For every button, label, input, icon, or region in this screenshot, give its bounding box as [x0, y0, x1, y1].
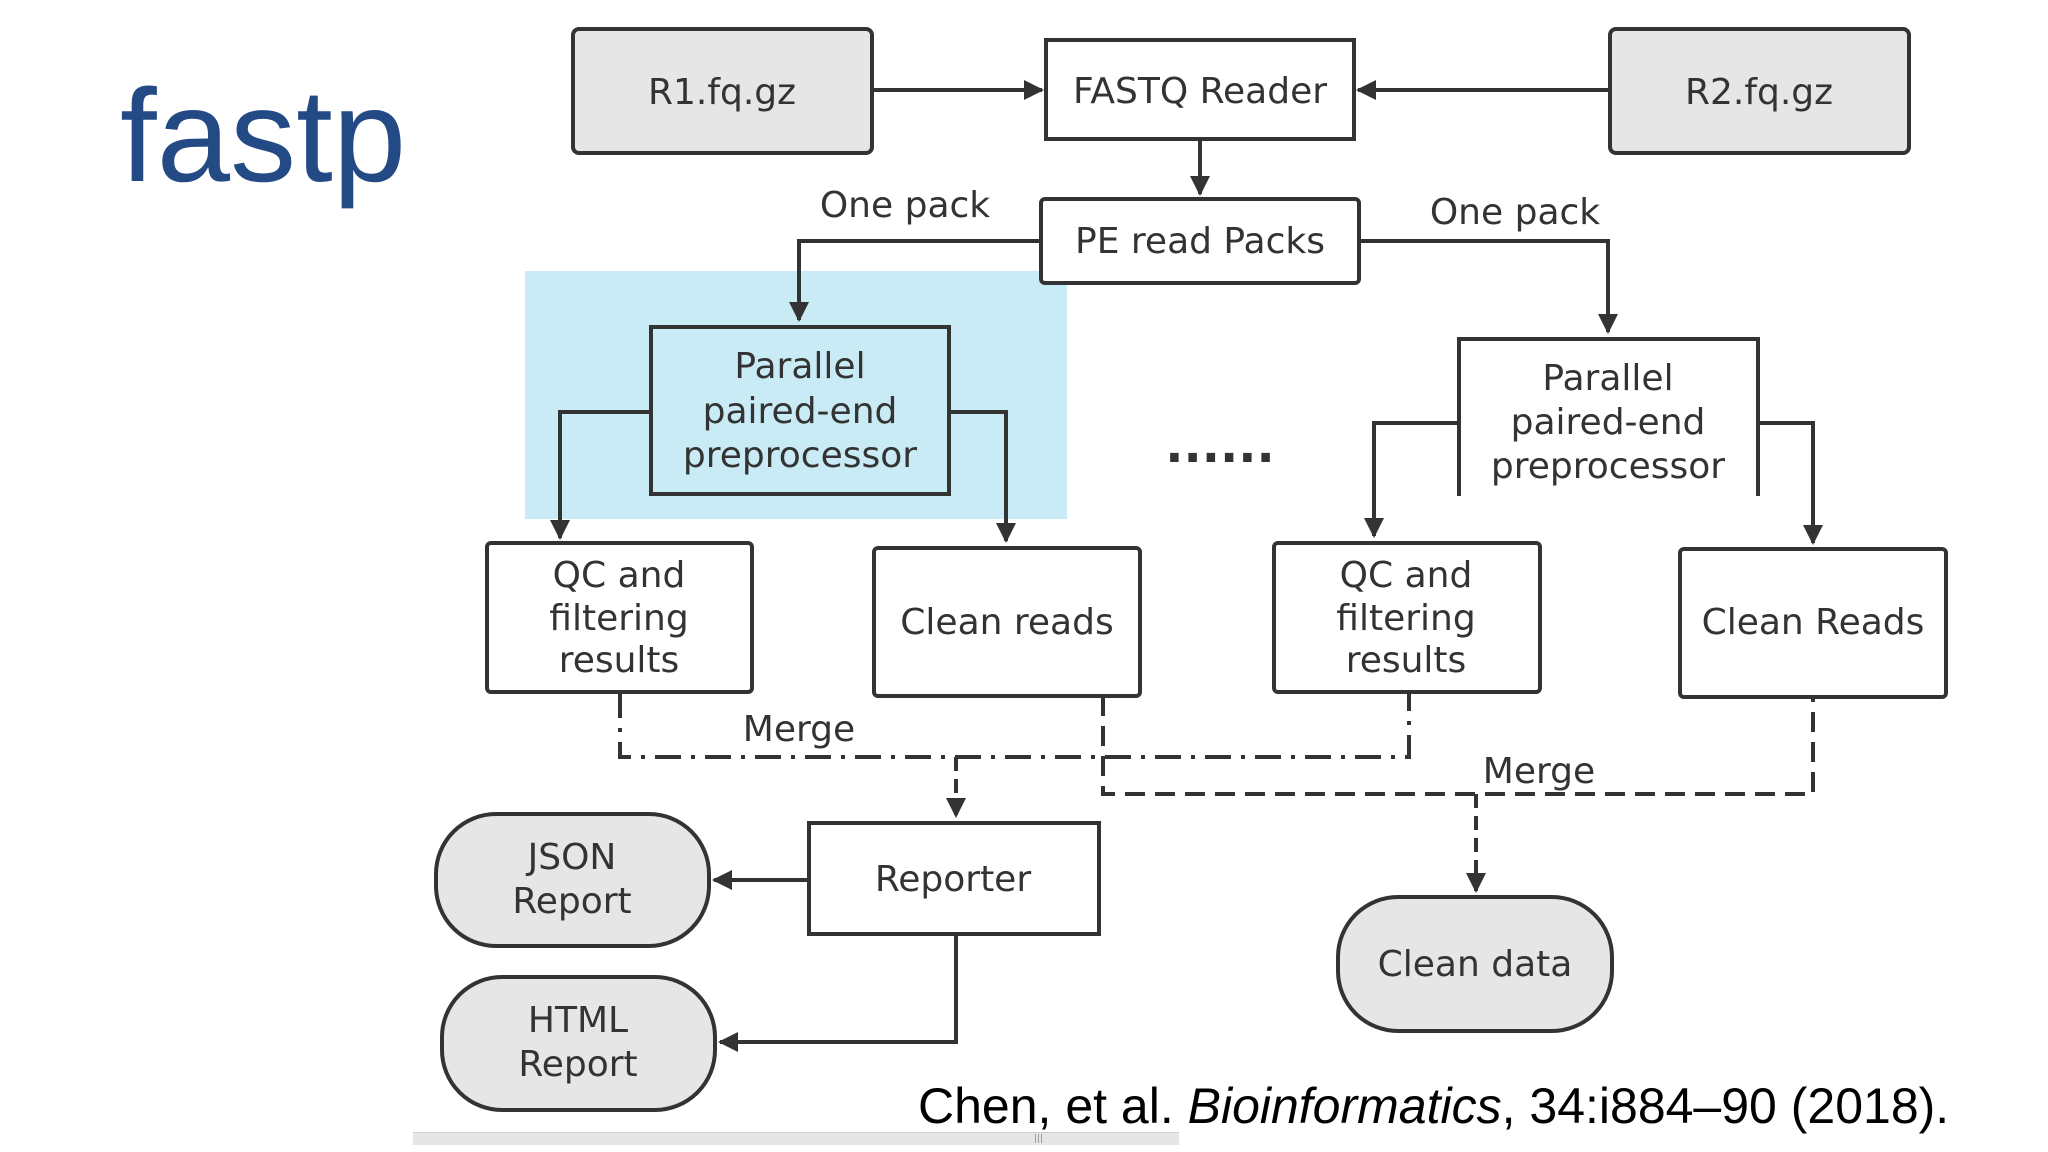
citation-journal: Bioinformatics — [1187, 1078, 1502, 1134]
scrollbar-grip-icon[interactable]: ||| — [1034, 1134, 1044, 1144]
r2-input-label: R2.fq.gz — [1685, 72, 1833, 113]
arrow-right-processor-to-clean — [1758, 421, 1823, 545]
citation-authors: Chen, et al. — [918, 1078, 1188, 1134]
clean-data-label: Clean data — [1378, 944, 1573, 985]
html-report-oval — [440, 975, 717, 1112]
html-report-line-2: Report — [518, 1044, 637, 1085]
qc-right-line-1: QC and — [1340, 555, 1473, 596]
citation-details: , 34:i884–90 (2018). — [1501, 1078, 1950, 1134]
slide-title: fastp — [120, 62, 407, 209]
clean-reads-right-label: Clean Reads — [1702, 602, 1925, 643]
one-pack-left-label: One pack — [820, 185, 990, 226]
arrow-packs-to-right-processor — [1359, 239, 1618, 334]
html-report-line-1: HTML — [528, 1000, 628, 1041]
arrow-right-processor-to-qc — [1364, 421, 1459, 538]
horizontal-scrollbar[interactable] — [413, 1132, 1179, 1145]
reporter-label: Reporter — [875, 859, 1031, 900]
clean-reads-left-box — [872, 546, 1142, 698]
arrow-left-processor-to-clean — [949, 410, 1016, 543]
fastq-reader-box — [1044, 38, 1356, 141]
one-pack-right-label: One pack — [1430, 192, 1600, 233]
fastq-reader-label: FASTQ Reader — [1073, 71, 1327, 112]
right-processor-box — [1457, 337, 1760, 496]
citation: Chen, et al. Bioinformatics, 34:i884–90 … — [918, 1079, 1949, 1134]
qc-left-line-1: QC and — [553, 555, 686, 596]
qc-left-line-3: results — [559, 640, 680, 681]
left-processor-line-2: paired-end — [703, 391, 898, 432]
qc-right-line-2: filtering — [1336, 598, 1475, 639]
clean-reads-left-label: Clean reads — [900, 602, 1113, 643]
r1-input-label: R1.fq.gz — [648, 72, 796, 113]
left-processor-line-3: preprocessor — [683, 435, 917, 476]
right-processor-line-1: Parallel — [1542, 358, 1673, 399]
pe-read-packs-label: PE read Packs — [1075, 221, 1325, 262]
json-report-line-1: JSON — [526, 837, 617, 878]
clean-reads-merge-lines — [1101, 696, 1815, 796]
left-processor-line-1: Parallel — [734, 346, 865, 387]
right-processor-line-3: preprocessor — [1491, 446, 1725, 487]
qc-left-line-2: filtering — [549, 598, 688, 639]
json-report-line-2: Report — [512, 881, 631, 922]
json-report-oval — [434, 812, 711, 948]
arrow-packs-to-left-processor — [789, 239, 1041, 322]
qc-merge-lines — [618, 692, 1411, 759]
qc-right-line-3: results — [1346, 640, 1467, 681]
arrow-reporter-to-html — [718, 934, 958, 1052]
arrow-left-processor-to-qc — [550, 410, 651, 540]
right-processor-line-2: paired-end — [1511, 402, 1706, 443]
clean-data-oval — [1336, 895, 1614, 1033]
merge-right-label: Merge — [1483, 751, 1595, 792]
merge-left-label: Merge — [743, 709, 855, 750]
ellipsis-text: ...... — [1165, 418, 1274, 474]
